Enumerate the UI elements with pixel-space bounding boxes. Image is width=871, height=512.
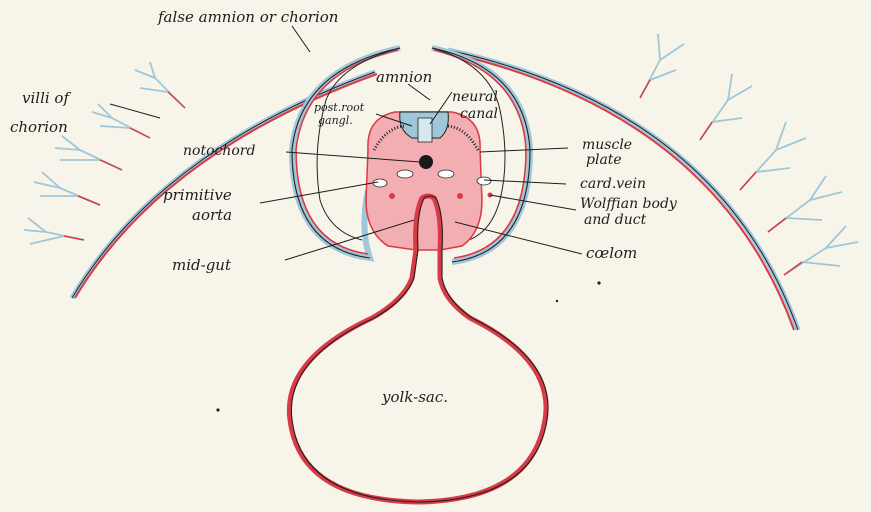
label-card-vein: card.vein (580, 176, 646, 192)
label-amnion: amnion (376, 68, 432, 86)
label-notochord: notochord (183, 143, 255, 159)
label-primitive-aorta-1: primitive (163, 186, 232, 204)
label-neural-canal-1: neural (452, 89, 498, 105)
label-muscle-plate-1: muscle (582, 137, 632, 153)
label-primitive-aorta-2: aorta (192, 206, 232, 224)
stray-dot (216, 408, 219, 411)
label-neural-canal-2: canal (460, 106, 498, 122)
label-post-root-1: post.root (314, 101, 365, 114)
label-muscle-plate-2: plate (586, 152, 622, 168)
label-wolffian-1: Wolffian body (580, 196, 678, 212)
label-mid-gut: mid-gut (172, 256, 232, 274)
label-villi-2: chorion (10, 118, 68, 136)
label-wolffian-2: and duct (584, 212, 647, 228)
stray-dot (556, 300, 558, 302)
label-post-root-2: gangl. (318, 114, 353, 127)
label-false-amnion: false amnion or chorion (157, 8, 338, 26)
label-coelom: cœlom (586, 244, 637, 262)
stray-dot (597, 281, 600, 284)
label-yolk-sac: yolk-sac. (381, 388, 448, 406)
notochord-dot (419, 155, 433, 169)
label-villi-1: villi of (22, 89, 71, 107)
